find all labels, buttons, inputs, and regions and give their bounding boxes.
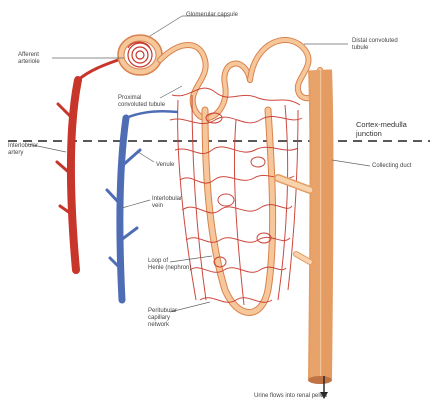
proximal-convoluted-tubule-label: Proximal convoluted tubule xyxy=(118,95,165,109)
peritubular-capillary-network xyxy=(170,88,302,305)
peritubular-capillary-label: Peritubular capillary network xyxy=(148,308,177,329)
venule-label: Venule xyxy=(156,162,174,169)
cortex-medulla-junction-label: Cortex-medulla junction xyxy=(356,120,407,138)
interlobular-artery-label: Interlobular artery xyxy=(8,143,38,157)
glomerular-capsule-label: Glomerular capsule xyxy=(186,12,238,19)
distal-convoluted-tubule-label: Distal convoluted tubule xyxy=(352,38,398,52)
loop-of-henle-label: Loop of Henle (nephron) xyxy=(148,258,191,272)
glomerular-capsule xyxy=(118,35,162,75)
interlobular-artery xyxy=(57,60,118,270)
collecting-duct-label: Collecting duct xyxy=(372,163,411,170)
interlobular-vein-label: Interlobular vein xyxy=(152,196,182,210)
afferent-arteriole-label: Afferent arteriole xyxy=(18,52,40,66)
urine-flow-label: Urine flows into renal pelvis xyxy=(254,393,327,400)
